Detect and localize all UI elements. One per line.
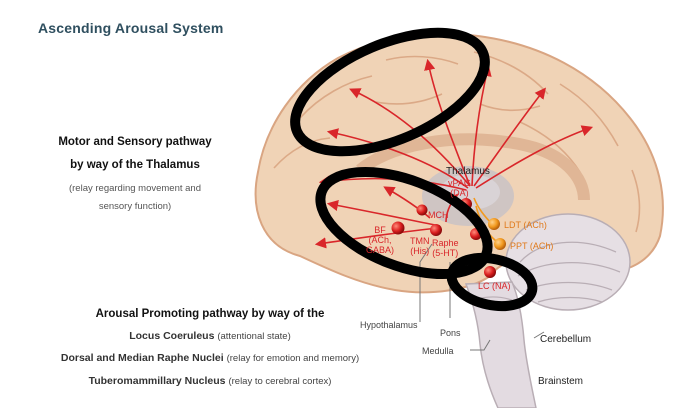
cerebellum-label: Cerebellum (540, 334, 591, 345)
tmn-label-line1: TMN (410, 236, 430, 246)
arousal-heading: Arousal Promoting pathway by way of the (30, 308, 390, 320)
medulla-label: Medulla (422, 346, 454, 356)
bf-label: BF (ACh, GABA) (366, 225, 394, 255)
brainstem-label: Brainstem (538, 376, 583, 387)
ldt-label: LDT (ACh) (504, 220, 547, 230)
lc-nucleus (484, 266, 496, 278)
tmn-label: TMN (His) (410, 236, 430, 256)
motor-pathway-line1: Motor and Sensory pathway (20, 136, 250, 148)
mch-nucleus (417, 205, 428, 216)
arousal-item-name: Dorsal and Median Raphe Nuclei (61, 352, 224, 364)
hypothalamus-label: Hypothalamus (360, 320, 418, 330)
thalamus-label: Thalamus (446, 166, 490, 177)
tmn-nucleus (430, 224, 442, 236)
arousal-item-name: Locus Coeruleus (129, 330, 214, 342)
arousal-item-tmn: Tuberomammillary Nucleus (relay to cereb… (0, 375, 420, 387)
motor-pathway-line2: by way of the Thalamus (20, 159, 250, 171)
motor-note-line1: (relay regarding movement and (20, 183, 250, 194)
arousal-item-note: (relay for emotion and memory) (227, 353, 360, 364)
ldt-nucleus (488, 218, 500, 230)
ppt-nucleus (494, 238, 506, 250)
arousal-item-raphe: Dorsal and Median Raphe Nuclei (relay fo… (0, 352, 420, 364)
bf-label-line1: BF (366, 225, 394, 235)
raphe-label: Raphe (5-HT) (432, 238, 459, 258)
bf-label-line2: (ACh, (366, 235, 394, 245)
tmn-label-line2: (His) (410, 246, 430, 256)
arousal-item-note: (relay to cerebral cortex) (228, 376, 331, 387)
vpag-label-line2: (DA) (448, 188, 471, 198)
bf-label-line3: GABA) (366, 245, 394, 255)
raphe-label-line2: (5-HT) (432, 248, 459, 258)
mch-label: MCH (428, 210, 449, 220)
arousal-item-lc: Locus Coeruleus (attentional state) (0, 330, 420, 342)
vpag-label-line1: vPAG (448, 178, 471, 188)
vpag-label: vPAG (DA) (448, 178, 471, 198)
raphe-label-line1: Raphe (432, 238, 459, 248)
ppt-label: PPT (ACh) (510, 241, 553, 251)
lc-label: LC (NA) (478, 281, 511, 291)
motor-note-line2: sensory function) (20, 201, 250, 212)
pons-label: Pons (440, 328, 461, 338)
arousal-item-name: Tuberomammillary Nucleus (89, 375, 226, 387)
arousal-item-note: (attentional state) (217, 331, 290, 342)
